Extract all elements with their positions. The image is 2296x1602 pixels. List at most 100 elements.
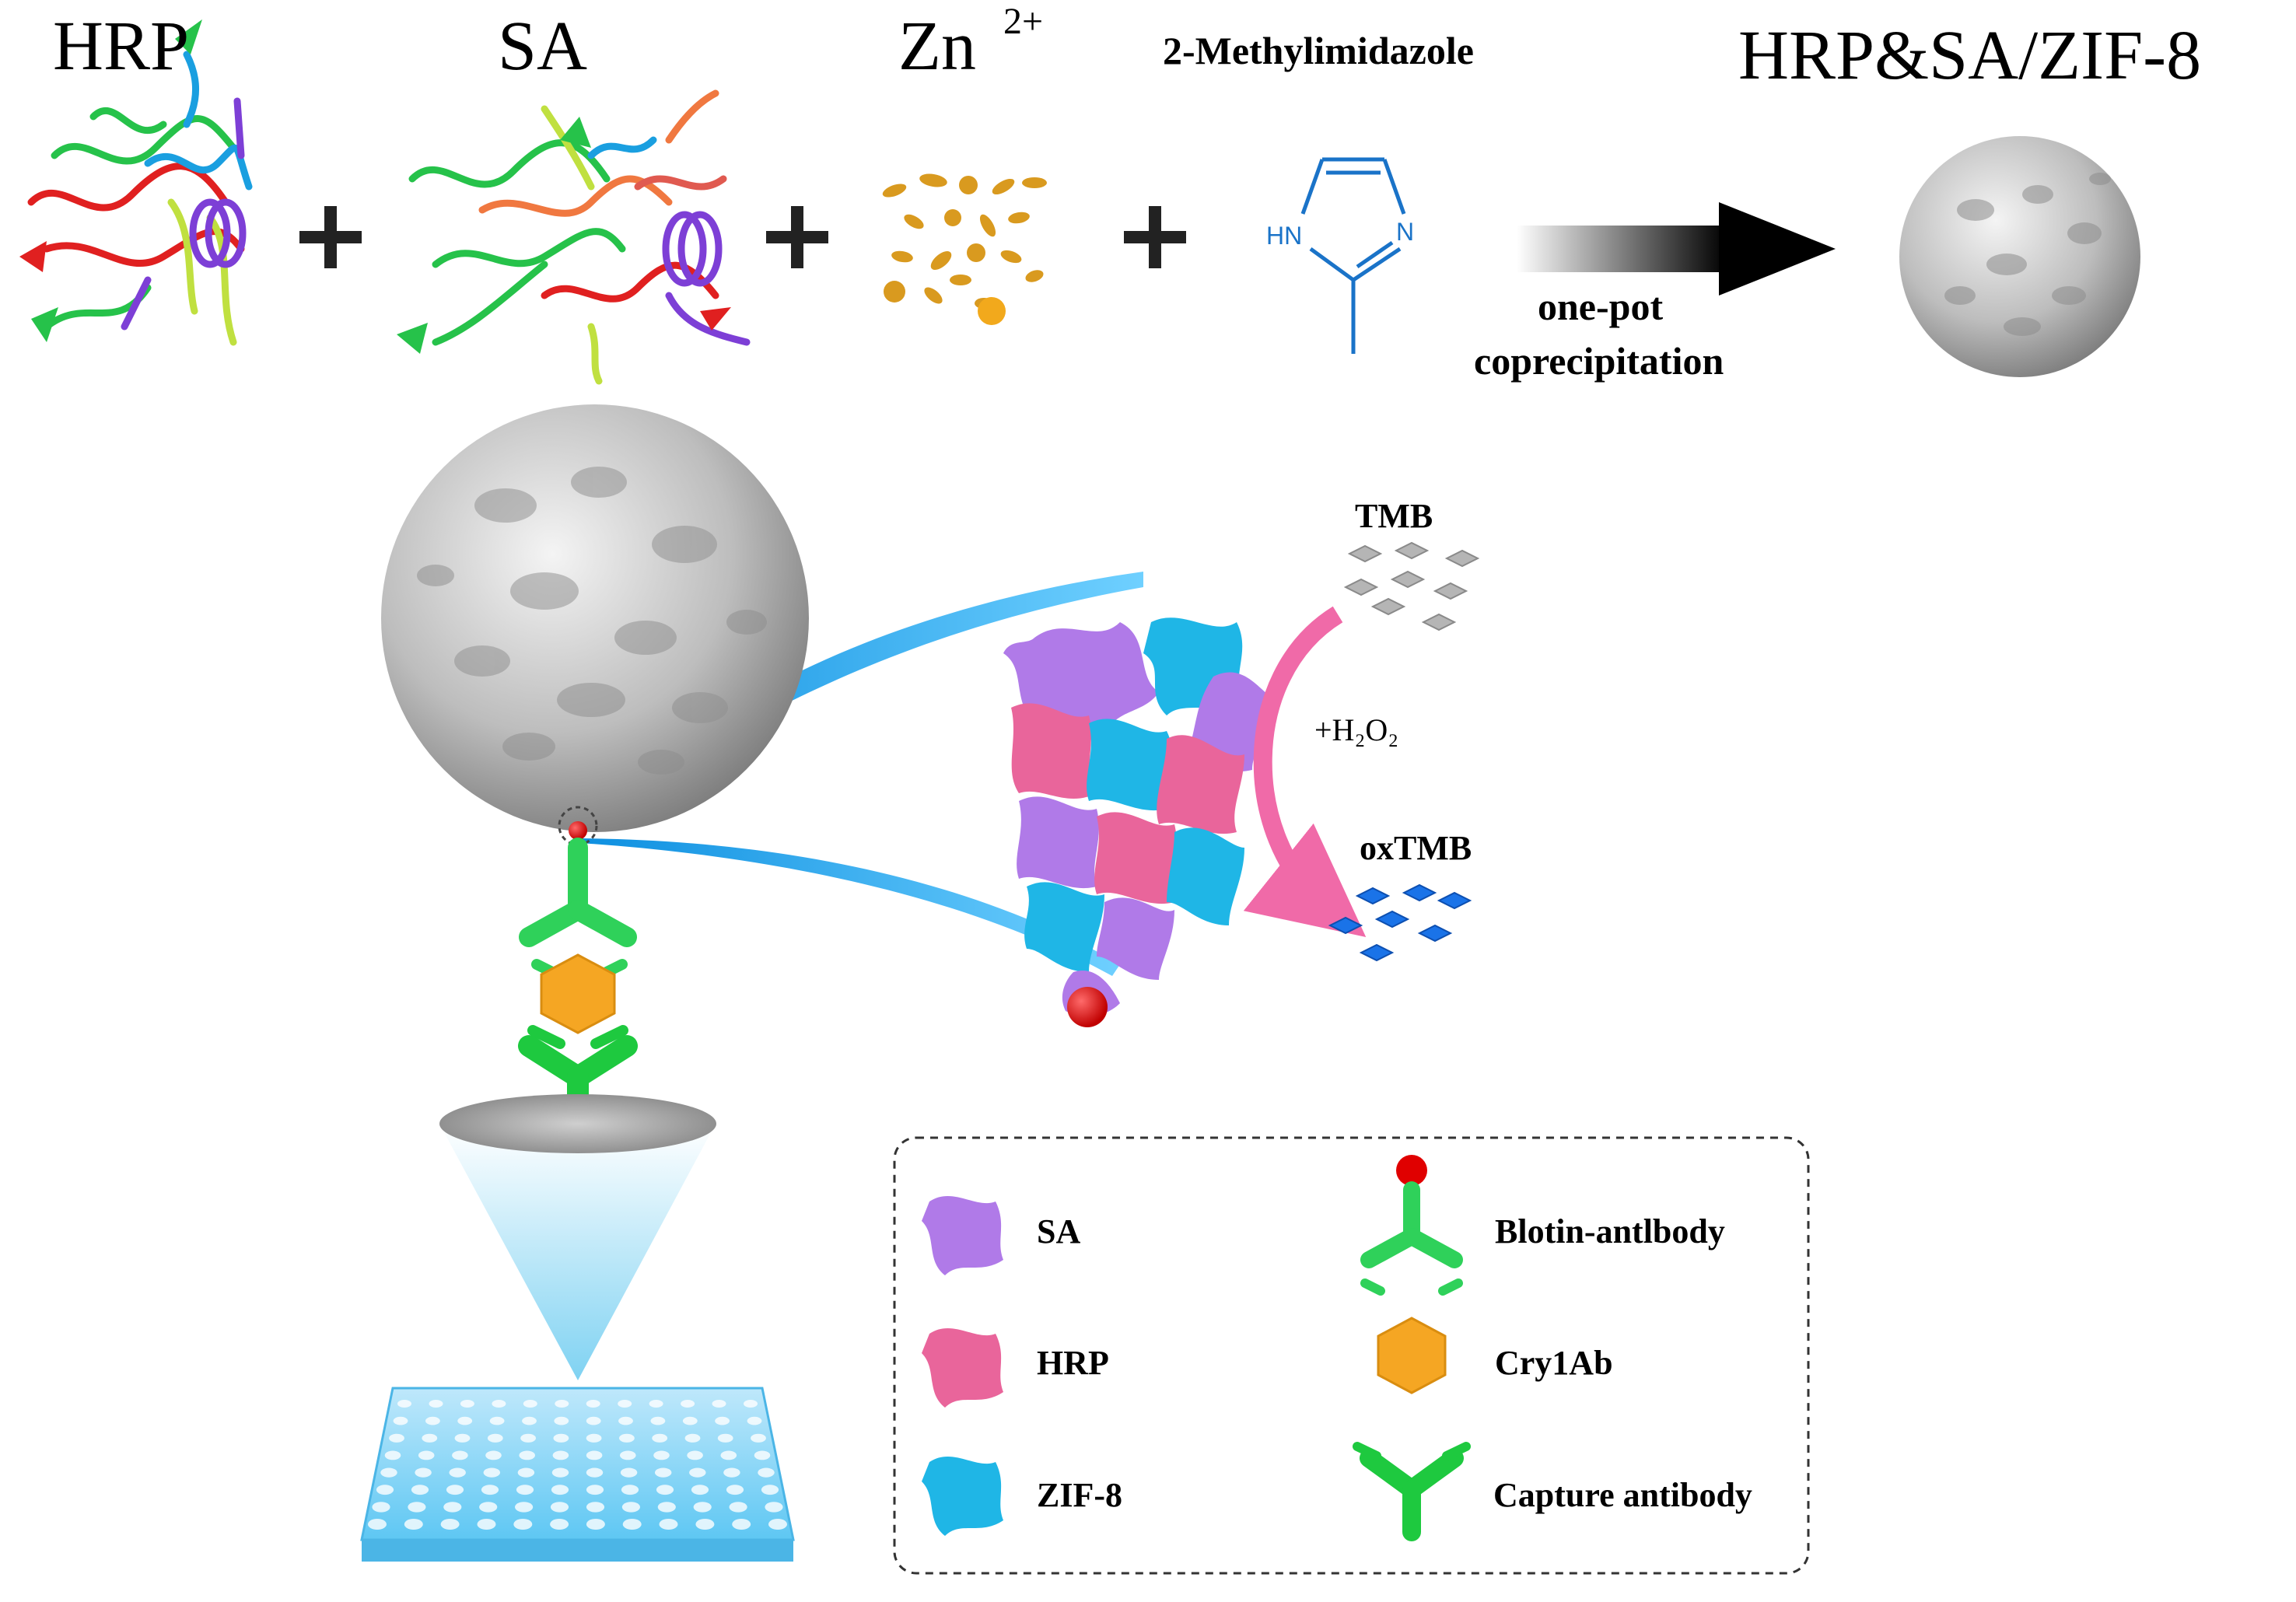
biotin-antibody-icon [1360, 1155, 1463, 1296]
plate-well [485, 1450, 502, 1460]
plus-text: + [0, 0, 1, 1]
plate-well [691, 1485, 709, 1495]
sa-arrow-head-icon [560, 117, 591, 148]
detection-cone-icon [439, 1094, 716, 1380]
reaction-arrow-icon [1243, 606, 1367, 938]
plate-well [586, 1450, 603, 1460]
plate-well [425, 1416, 440, 1425]
plate-well [723, 1467, 740, 1478]
legend-hrp-label: HRP [1037, 1344, 1109, 1382]
plate-well [655, 1467, 672, 1478]
plate-well [411, 1485, 429, 1495]
plus-icon [1124, 206, 1186, 268]
plate-well [744, 1400, 758, 1408]
tmb-molecules-icon [1343, 541, 1480, 631]
plate-well [554, 1416, 569, 1425]
plate-well [368, 1519, 387, 1530]
plate-well [397, 1400, 411, 1408]
hrp-label: HRP [53, 8, 190, 85]
plate-well [684, 1433, 701, 1443]
plate-well [457, 1416, 473, 1425]
plate-well [618, 1416, 633, 1425]
plate-well [586, 1485, 604, 1495]
plate-well [522, 1416, 537, 1425]
legend-sa-label: SA [1037, 1212, 1081, 1250]
pink-blob-icon [922, 1327, 1003, 1408]
h2o2-label: +H₂O₂ [1314, 712, 1399, 747]
plate-well [513, 1519, 533, 1530]
plate-well [376, 1485, 394, 1495]
methylimidazole-label: 2-Methylimidazole [1163, 29, 1474, 72]
plus-icon [299, 206, 362, 268]
one-pot-arrow-icon [1517, 202, 1836, 296]
sa-protein-icon [408, 89, 751, 385]
microplate-icon [360, 1387, 795, 1562]
plate-well [586, 1502, 605, 1513]
arrow-label-line1: one-pot [1538, 285, 1664, 328]
small-zif8-sphere-icon [1899, 136, 2140, 377]
plate-well [687, 1450, 703, 1460]
orange-hexagon-icon [1377, 1317, 1447, 1394]
large-zif8-sphere-icon [381, 404, 809, 832]
plate-well [754, 1450, 771, 1460]
plate-well [454, 1433, 471, 1443]
cluster-biotin-icon [1067, 987, 1108, 1027]
plate-well [693, 1502, 712, 1513]
plate-well [681, 1400, 695, 1408]
tmb-label: TMB [1355, 497, 1433, 535]
hrp-arrow-head-icon [19, 241, 47, 272]
plate-well [649, 1400, 663, 1408]
plate-well [515, 1502, 534, 1513]
plate-well [446, 1485, 464, 1495]
legend-cry1ab-label: Cry1Ab [1495, 1344, 1613, 1382]
plate-well [761, 1485, 779, 1495]
plate-well [477, 1519, 496, 1530]
plate-well [620, 1467, 638, 1478]
hrp-arrow-head-icon [31, 307, 58, 342]
plate-well [765, 1502, 783, 1513]
oxtmb-molecules-icon [1328, 883, 1472, 962]
plate-well [429, 1400, 443, 1408]
legend-biotin-antibody-label: Blotin-antlbody [1495, 1212, 1725, 1250]
plate-well [689, 1467, 706, 1478]
plate-well [516, 1485, 534, 1495]
plate-well [481, 1485, 499, 1495]
plate-well [443, 1502, 462, 1513]
plate-well [483, 1467, 500, 1478]
plate-well [555, 1400, 569, 1408]
ring-n-label: N [1396, 218, 1415, 246]
plate-well [422, 1433, 438, 1443]
plate-well [619, 1433, 635, 1443]
plate-well [768, 1519, 787, 1530]
sa-arrow-head-icon [700, 307, 731, 331]
plate-well [751, 1433, 766, 1443]
plate-well [489, 1416, 505, 1425]
plate-well [553, 1433, 569, 1443]
plate-well [520, 1433, 536, 1443]
plate-well [715, 1416, 730, 1425]
plate-well [586, 1467, 604, 1478]
plate-well [747, 1416, 762, 1425]
plate-well [650, 1416, 666, 1425]
zoom-beam-icon [579, 572, 1143, 976]
plate-well [380, 1467, 397, 1478]
plate-well [449, 1467, 466, 1478]
plate-well [523, 1400, 537, 1408]
plate-well [732, 1519, 751, 1530]
oxtmb-label: oxTMB [1360, 829, 1472, 867]
plate-well [487, 1433, 503, 1443]
plate-well [717, 1433, 733, 1443]
plate-well [657, 1502, 676, 1513]
plate-well [618, 1400, 632, 1408]
plate-well [659, 1519, 678, 1530]
purple-blob-icon [922, 1195, 1003, 1275]
legend-capture-antibody-label: Capture antibody [1493, 1476, 1752, 1514]
cry1ab-antigen-icon [540, 953, 616, 1034]
plate-well [656, 1485, 674, 1495]
plate-well [712, 1400, 726, 1408]
methylimidazole-structure-icon [1300, 157, 1406, 354]
zn-charge-label: 2+ [1003, 1, 1044, 42]
plate-well [415, 1467, 432, 1478]
plate-well [621, 1485, 639, 1495]
